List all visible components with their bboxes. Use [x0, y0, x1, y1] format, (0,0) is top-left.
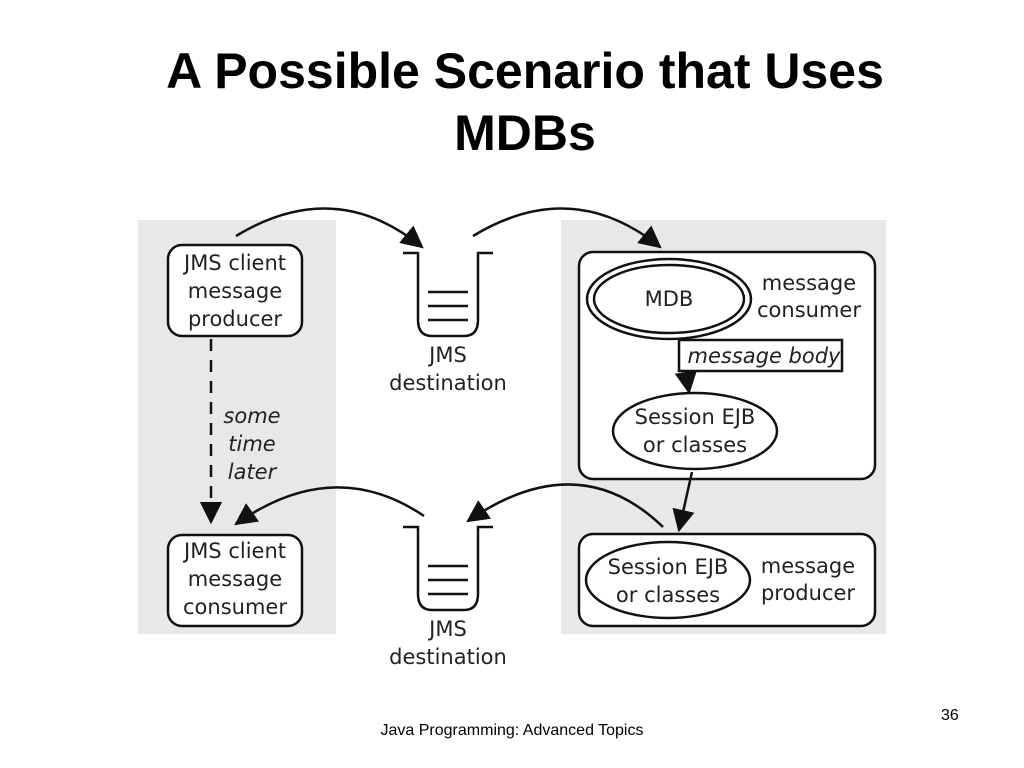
slide-title: A Possible Scenario that Uses MDBs	[0, 40, 1024, 164]
queue-bottom-icon	[403, 525, 493, 612]
delay-label-line-3: later	[228, 460, 278, 484]
producer-box-line-3: producer	[188, 307, 282, 331]
message-consumer-label-line-1: message	[762, 271, 856, 295]
producer-box: JMS client message producer	[166, 243, 304, 338]
message-body-label: message body	[688, 344, 842, 368]
session-lower-line-2: or classes	[616, 583, 720, 607]
producer-box-line-1: JMS client	[182, 251, 286, 275]
destination-bottom-line-2: destination	[389, 645, 507, 669]
slide-title-line-1: A Possible Scenario that Uses	[166, 43, 884, 99]
session-lower-line-1: Session EJB	[608, 555, 729, 579]
session-upper-line-2: or classes	[643, 433, 747, 457]
producer-box-line-2: message	[188, 279, 282, 303]
mdb-label: MDB	[645, 287, 694, 311]
consumer-box: JMS client message consumer	[166, 533, 304, 628]
slide-title-line-2: MDBs	[454, 105, 596, 161]
message-producer-label-line-2: producer	[761, 581, 855, 605]
message-producer-label-line-1: message	[761, 554, 855, 578]
consumer-box-line-3: consumer	[183, 595, 287, 619]
delay-label-line-1: some	[223, 404, 280, 428]
consumer-box-line-2: message	[188, 567, 282, 591]
mdb-node: MDB	[585, 257, 753, 341]
arrow-session-to-session	[672, 471, 695, 533]
destination-top-line-2: destination	[389, 371, 507, 395]
consumer-box-line-1: JMS client	[182, 539, 286, 563]
session-upper-line-1: Session EJB	[635, 405, 756, 429]
message-consumer-label-line-2: consumer	[757, 298, 861, 322]
arrow-session-to-queue	[466, 483, 664, 528]
queue-top-icon	[403, 251, 493, 338]
arrow-queue-to-consumer	[234, 486, 425, 526]
slide-footer: Java Programming: Advanced Topics	[380, 722, 644, 739]
slide-number: 36	[941, 707, 959, 724]
arrow-queue-to-mdb	[472, 207, 662, 249]
destination-top-line-1: JMS	[427, 343, 467, 367]
session-ejb-upper: Session EJB or classes	[611, 391, 779, 471]
destination-bottom-line-1: JMS	[427, 617, 467, 641]
delay-label-line-2: time	[228, 432, 275, 456]
arrow-producer-to-queue	[235, 207, 424, 249]
message-body-tag: message body	[677, 338, 844, 373]
session-ejb-lower: Session EJB or classes	[584, 540, 752, 620]
